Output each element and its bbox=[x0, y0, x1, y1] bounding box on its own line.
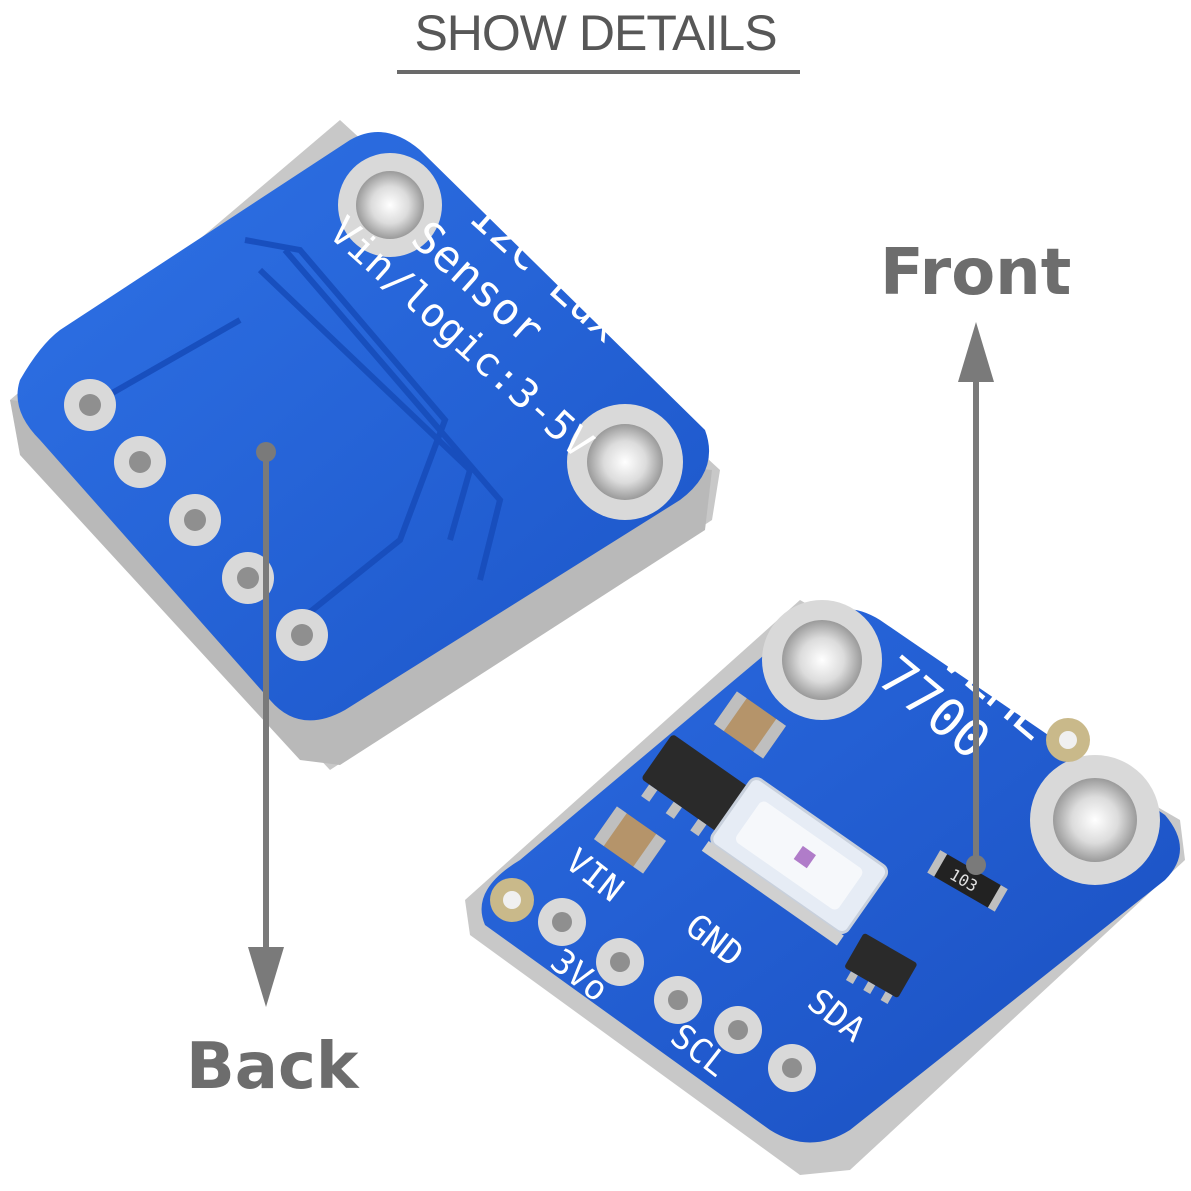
page-title: SHOW DETAILS bbox=[414, 5, 777, 61]
light-sensor-chip bbox=[701, 777, 889, 946]
small-ic bbox=[845, 933, 917, 1004]
back-mounting-hole-top bbox=[338, 153, 442, 257]
front-arrow bbox=[958, 322, 994, 875]
front-label: Front bbox=[880, 236, 1072, 310]
capacitor-left bbox=[593, 806, 667, 874]
voltage-regulator bbox=[641, 735, 749, 837]
front-mounting-hole-top bbox=[762, 600, 882, 720]
back-label: Back bbox=[186, 1030, 359, 1104]
front-mounting-hole-right bbox=[1030, 755, 1160, 885]
front-pin-pads bbox=[538, 898, 816, 1092]
title-underline bbox=[397, 70, 800, 74]
back-pin-pads bbox=[64, 379, 328, 661]
back-board: I2C Lux Sensor Vin/logic:3-5V bbox=[10, 120, 720, 770]
front-board: 103 VEML 7700 VIN 3Vo GND SCL SDA bbox=[465, 600, 1185, 1175]
back-arrow bbox=[248, 442, 284, 1007]
back-pcb-face bbox=[17, 132, 710, 721]
capacitor-top bbox=[713, 691, 787, 759]
back-mounting-hole-right bbox=[567, 404, 683, 520]
